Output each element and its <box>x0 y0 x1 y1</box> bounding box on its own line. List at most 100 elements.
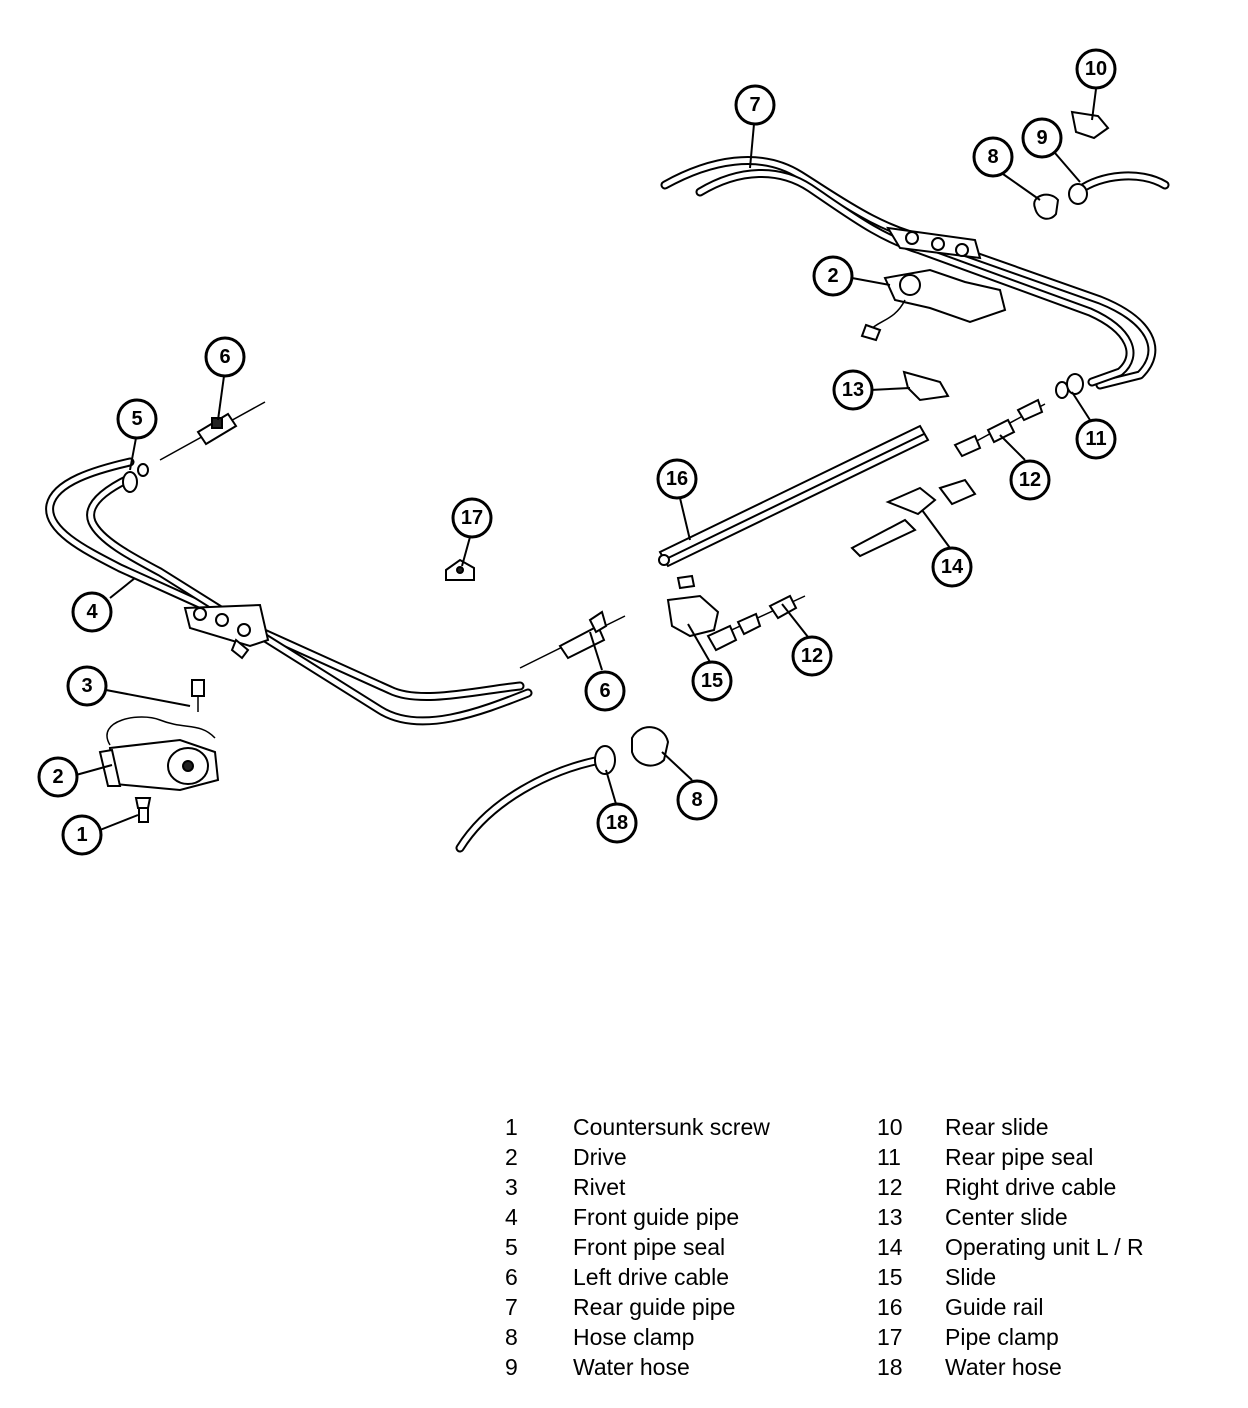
svg-text:17: 17 <box>461 507 483 529</box>
legend-label: Hose clamp <box>573 1324 695 1350</box>
leader-lines <box>75 88 1097 831</box>
callout-10: 10 <box>1075 48 1117 90</box>
legend-item: 5 Front pipe seal <box>505 1232 770 1262</box>
drive-rear-unit <box>860 268 1007 342</box>
legend-label: Water hose <box>945 1354 1062 1380</box>
legend-item: 1 Countersunk screw <box>505 1112 770 1142</box>
water-hose-front <box>455 745 616 853</box>
callout-8-front: 8 <box>676 779 718 821</box>
rivet <box>191 679 205 712</box>
legend-number: 10 <box>877 1114 903 1140</box>
legend-label: Left drive cable <box>573 1264 729 1290</box>
svg-text:15: 15 <box>701 670 723 692</box>
svg-text:12: 12 <box>1019 469 1041 491</box>
rear-slide <box>1070 110 1110 140</box>
legend-label: Front guide pipe <box>573 1204 740 1230</box>
legend-number: 13 <box>877 1204 903 1230</box>
legend-label: Guide rail <box>945 1294 1044 1320</box>
legend-label: Drive <box>573 1144 627 1170</box>
pipe-clamp <box>445 558 475 581</box>
legend-number: 9 <box>505 1354 518 1380</box>
operating-unit <box>850 478 977 558</box>
drive-front-unit <box>98 716 220 792</box>
rear-guide-pipe <box>660 156 1157 390</box>
svg-text:2: 2 <box>827 265 838 287</box>
svg-text:5: 5 <box>131 408 142 430</box>
callout-6-upper: 6 <box>204 336 246 378</box>
front-pipe-seal <box>122 463 149 493</box>
callout-17: 17 <box>451 497 493 539</box>
callout-4: 4 <box>71 591 113 633</box>
svg-text:4: 4 <box>86 601 98 623</box>
front-guide-pipe <box>45 457 533 726</box>
legend-label: Pipe clamp <box>945 1324 1059 1350</box>
left-drive-cable-upper <box>159 401 266 461</box>
legend-item: 16 Guide rail <box>877 1292 1144 1322</box>
legend-label: Slide <box>945 1264 997 1290</box>
callout-2-front: 2 <box>37 756 79 798</box>
legend-label: Rear slide <box>945 1114 1049 1140</box>
legend-item: 8 Hose clamp <box>505 1322 770 1352</box>
legend-number: 16 <box>877 1294 903 1320</box>
svg-text:8: 8 <box>987 146 998 168</box>
legend-number: 2 <box>505 1144 518 1170</box>
legend-label: Countersunk screw <box>573 1114 770 1140</box>
legend-number: 1 <box>505 1114 518 1140</box>
legend-label: Right drive cable <box>945 1174 1117 1200</box>
callout-1: 1 <box>61 814 103 856</box>
svg-text:7: 7 <box>749 94 760 116</box>
legend-label: Operating unit L / R <box>945 1234 1144 1260</box>
legend-item: 6 Left drive cable <box>505 1262 770 1292</box>
callout-8-rear: 8 <box>972 136 1014 178</box>
callout-2-rear: 2 <box>812 255 854 297</box>
rear-pipe-seal <box>1055 373 1084 399</box>
svg-text:18: 18 <box>606 812 628 834</box>
callout-12-upper: 12 <box>1009 459 1051 501</box>
callout-9: 9 <box>1021 117 1063 159</box>
callout-15: 15 <box>691 660 733 702</box>
svg-text:1: 1 <box>76 824 87 846</box>
svg-text:11: 11 <box>1085 428 1106 450</box>
svg-text:13: 13 <box>842 379 864 401</box>
svg-text:2: 2 <box>52 766 63 788</box>
guide-rail <box>658 424 930 568</box>
svg-text:6: 6 <box>219 346 230 368</box>
legend-item: 18 Water hose <box>877 1352 1144 1382</box>
svg-text:10: 10 <box>1085 58 1107 80</box>
center-slide <box>902 370 950 402</box>
callout-5: 5 <box>116 398 158 440</box>
hose-clamp-front <box>631 726 670 767</box>
legend-number: 5 <box>505 1234 518 1260</box>
legend-label: Rear guide pipe <box>573 1294 736 1320</box>
svg-text:6: 6 <box>599 680 610 702</box>
legend-number: 15 <box>877 1264 903 1290</box>
callout-7: 7 <box>734 84 776 126</box>
legend-number: 17 <box>877 1324 903 1350</box>
legend-label: Front pipe seal <box>573 1234 726 1260</box>
legend-number: 8 <box>505 1324 518 1350</box>
legend-number: 12 <box>877 1174 903 1200</box>
svg-text:8: 8 <box>691 789 702 811</box>
legend-label: Rivet <box>573 1174 626 1200</box>
legend-label: Rear pipe seal <box>945 1144 1094 1170</box>
callout-3: 3 <box>66 665 108 707</box>
legend-item: 17 Pipe clamp <box>877 1322 1144 1352</box>
legend-number: 6 <box>505 1264 518 1290</box>
legend-number: 7 <box>505 1294 518 1320</box>
svg-text:16: 16 <box>666 468 688 490</box>
svg-text:3: 3 <box>81 675 92 697</box>
water-hose-rear <box>1068 171 1170 205</box>
legend-number: 18 <box>877 1354 903 1380</box>
slide <box>666 574 720 638</box>
legend-item: 12 Right drive cable <box>877 1172 1144 1202</box>
callout-11: 11 <box>1075 418 1117 460</box>
